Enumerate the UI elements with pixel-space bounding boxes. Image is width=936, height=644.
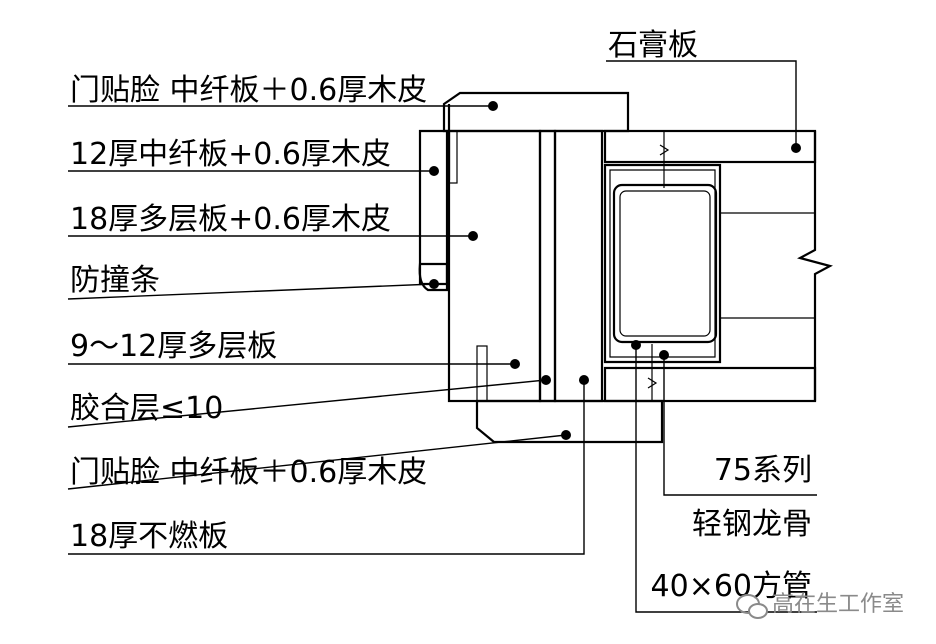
label-square-tube: 40×60方管 — [651, 569, 812, 604]
label-plywood-9-12: 9～12厚多层板 — [70, 329, 277, 364]
light-steel-keel — [603, 163, 722, 364]
watermark-text: 高在生工作室 — [772, 592, 904, 617]
plywood-9-12-layer — [553, 129, 604, 403]
label-mdf-12: 12厚中纤板+0.6厚木皮 — [70, 137, 391, 172]
label-gypsum-board: 石膏板 — [608, 28, 698, 63]
label-door-trim-top: 门贴脸 中纤板＋0.6厚木皮 — [70, 73, 427, 108]
label-keel-name: 轻钢龙骨 — [692, 507, 812, 542]
label-door-trim-bottom: 门贴脸 中纤板＋0.6厚木皮 — [70, 455, 427, 490]
label-glue-layer: 胶合层≤10 — [70, 391, 223, 426]
label-plywood-18: 18厚多层板+0.6厚木皮 — [70, 202, 391, 237]
wall-break-line — [720, 131, 833, 401]
label-keel-series: 75系列 — [714, 453, 812, 488]
leader-lines — [67, 60, 817, 613]
glue-layer — [538, 129, 557, 403]
label-bumper-strip: 防撞条 — [70, 263, 160, 298]
label-fireproof-board: 18厚不燃板 — [70, 519, 228, 554]
steel-dim-marks — [647, 132, 670, 401]
mdf-12-layer — [418, 129, 449, 292]
wechat-logo-icon — [736, 594, 768, 619]
gypsum-board-top — [603, 129, 817, 164]
door-trim-bottom-shape — [475, 345, 664, 444]
square-tube-40x60 — [612, 183, 718, 344]
plywood-18-layer — [447, 129, 542, 403]
